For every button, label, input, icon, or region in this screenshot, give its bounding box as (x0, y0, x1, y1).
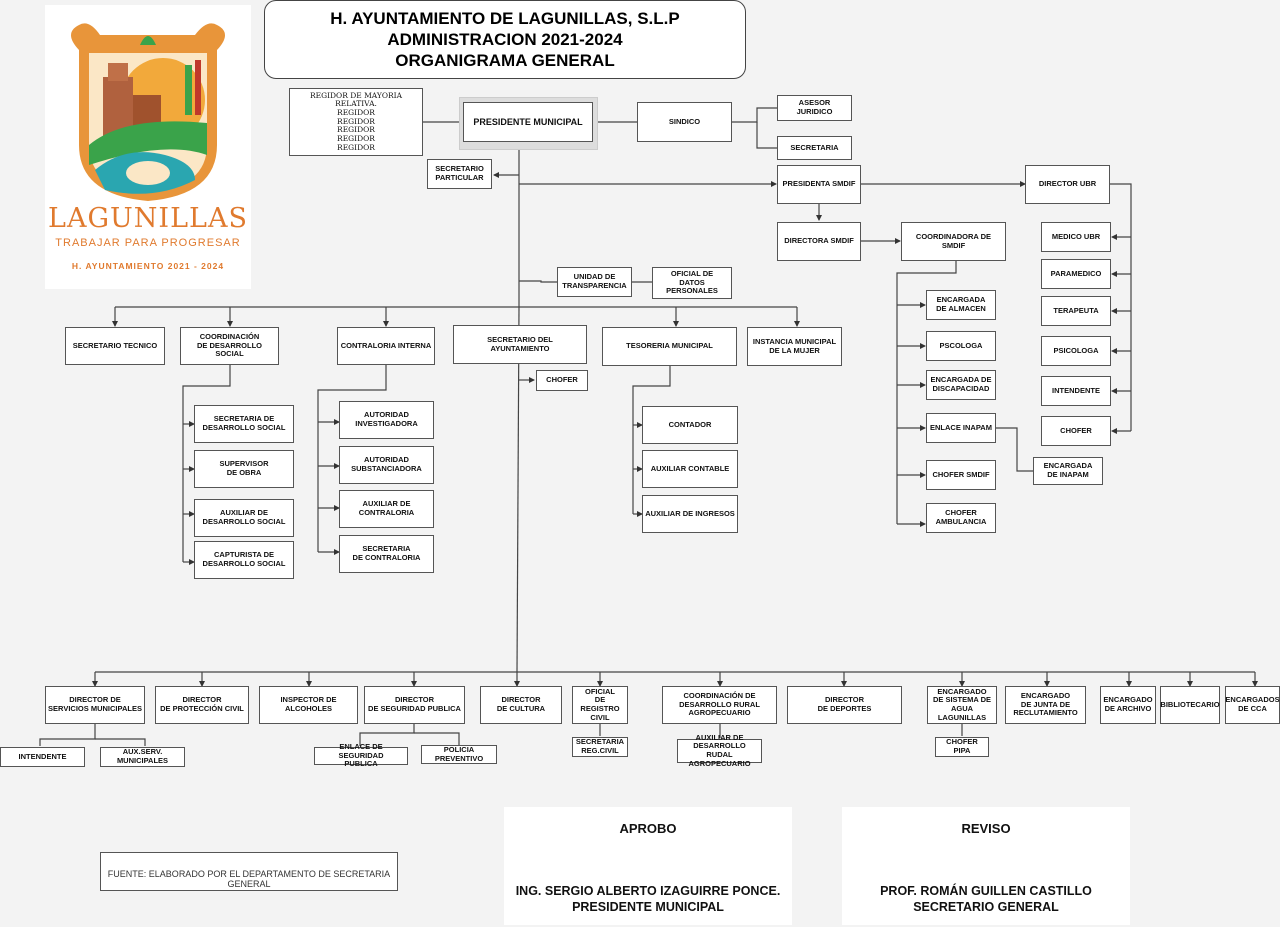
pscologa-box: PSCOLOGA (926, 331, 996, 361)
auxiliar-desarrollo-social-box: AUXILIAR DE DESARROLLO SOCIAL (194, 499, 294, 537)
coordinacion-desarrollo-social-box: COORDINACIÓN DE DESARROLLO SOCIAL (180, 327, 279, 365)
secretaria-desarrollo-social-box: SECRETARIA DE DESARROLLO SOCIAL (194, 405, 294, 443)
director-deportes-box: DIRECTOR DE DEPORTES (787, 686, 902, 724)
paramedico-box: PARAMEDICO (1041, 259, 1111, 289)
chart-title: H. AYUNTAMIENTO DE LAGUNILLAS, S.L.P ADM… (264, 0, 746, 79)
source-note: FUENTE: ELABORADO POR EL DEPARTAMENTO DE… (100, 852, 398, 891)
auxiliar-contraloria-box: AUXILIAR DE CONTRALORIA (339, 490, 434, 528)
title-line-1: H. AYUNTAMIENTO DE LAGUNILLAS, S.L.P (330, 9, 680, 28)
inspector-alcoholes-box: INSPECTOR DE ALCOHOLES (259, 686, 358, 724)
coordinacion-desarrollo-rural-box: COORDINACIÓN DE DESARROLLO RURAL AGROPEC… (662, 686, 777, 724)
logo-name: LAGUNILLAS (48, 203, 248, 234)
secretario-ayuntamiento-box: SECRETARIO DEL AYUNTAMIENTO (453, 325, 587, 364)
encargados-cca-box: ENCARGADOS DE CCA (1225, 686, 1280, 724)
encargado-archivo-box: ENCARGADO DE ARCHIVO (1100, 686, 1156, 724)
logo-ayuntamiento: H. AYUNTAMIENTO 2021 - 2024 (71, 261, 225, 271)
directora-smdif-box: DIRECTORA SMDIF (777, 222, 861, 261)
aux-servicios-box: AUX.SERV. MUNICIPALES (100, 747, 185, 767)
secretaria-contraloria-box: SECRETARIA DE CONTRALORIA (339, 535, 434, 573)
aprobo-block: APROBO ING. SERGIO ALBERTO IZAGUIRRE PON… (504, 807, 792, 925)
coordinadora-smdif-box: COORDINADORA DE SMDIF (901, 222, 1006, 261)
sindico-box: SINDICO (637, 102, 732, 142)
chofer-ubr-box: CHOFER (1041, 416, 1111, 446)
enlace-inapam-box: ENLACE INAPAM (926, 413, 996, 443)
aprobo-name: ING. SERGIO ALBERTO IZAGUIRRE PONCE. PRE… (515, 884, 781, 914)
aprobo-label: APROBO (619, 821, 677, 836)
enlace-seguridad-box: ENLACE DE SEGURIDAD PUBLICA (314, 742, 408, 768)
intendente-servicios-box: INTENDENTE (0, 747, 85, 767)
psicologa-ubr-box: PSICOLOGA (1041, 336, 1111, 366)
director-servicios-box: DIRECTOR DE SERVICIOS MUNICIPALES (45, 686, 145, 724)
tesoreria-municipal-box: TESORERIA MUNICIPAL (602, 327, 737, 366)
encargado-agua-box: ENCARGADO DE SISTEMA DE AGUA LAGUNILLAS (927, 686, 997, 724)
secretario-particular-box: SECRETARIO PARTICULAR (427, 159, 492, 189)
medico-ubr-box: MEDICO UBR (1041, 222, 1111, 252)
encargado-junta-box: ENCARGADO DE JUNTA DE RECLUTAMIENTO (1005, 686, 1086, 724)
logo-emblem (71, 23, 225, 202)
auxiliar-ingresos-box: AUXILIAR DE INGRESOS (642, 495, 738, 533)
oficial-datos-personales-box: OFICIAL DE DATOS PERSONALES (652, 267, 732, 299)
title-line-3: ORGANIGRAMA GENERAL (395, 51, 615, 70)
director-cultura-box: DIRECTOR DE CULTURA (480, 686, 562, 724)
encargada-inapam-box: ENCARGADA DE INAPAM (1033, 457, 1103, 485)
secretaria-regcivil-box: SECRETARIA REG.CIVIL (572, 737, 628, 757)
encargada-almacen-box: ENCARGADA DE ALMACEN (926, 290, 996, 320)
contador-box: CONTADOR (642, 406, 738, 444)
presidenta-smdif-box: PRESIDENTA SMDIF (777, 165, 861, 204)
reviso-block: REVISO PROF. ROMÁN GUILLEN CASTILLO SECR… (842, 807, 1130, 925)
title-line-2: ADMINISTRACION 2021-2024 (387, 30, 623, 49)
auxiliar-contable-box: AUXILIAR CONTABLE (642, 450, 738, 488)
director-ubr-box: DIRECTOR UBR (1025, 165, 1110, 204)
secretaria-sindico-box: SECRETARIA (777, 136, 852, 160)
director-seguridad-box: DIRECTOR DE SEGURIDAD PUBLICA (364, 686, 465, 724)
supervisor-obra-box: SUPERVISOR DE OBRA (194, 450, 294, 488)
bibliotecario-box: BIBLIOTECARIO (1160, 686, 1220, 724)
chofer-pipa-box: CHOFER PIPA (935, 737, 989, 757)
autoridad-substanciadora-box: AUTORIDAD SUBSTANCIADORA (339, 446, 434, 484)
logo: LAGUNILLAS TRABAJAR PARA PROGRESAR H. AY… (45, 5, 251, 289)
reviso-name: PROF. ROMÁN GUILLEN CASTILLO SECRETARIO … (880, 884, 1092, 914)
encargada-discapacidad-box: ENCARGADA DE DISCAPACIDAD (926, 370, 996, 400)
terapeuta-box: TERAPEUTA (1041, 296, 1111, 326)
capturista-desarrollo-social-box: CAPTURISTA DE DESARROLLO SOCIAL (194, 541, 294, 579)
oficial-registro-civil-box: OFICIAL DE REGISTRO CIVIL (572, 686, 628, 724)
instancia-mujer-box: INSTANCIA MUNICIPAL DE LA MUJER (747, 327, 842, 366)
intendente-ubr-box: INTENDENTE (1041, 376, 1111, 406)
reviso-label: REVISO (961, 821, 1011, 836)
logo-slogan: TRABAJAR PARA PROGRESAR (55, 237, 241, 249)
regidores-box: REGIDOR DE MAYORIA RELATIVA. REGIDOR REG… (289, 88, 423, 156)
chofer-ambulancia-box: CHOFER AMBULANCIA (926, 503, 996, 533)
secretario-tecnico-box: SECRETARIO TECNICO (65, 327, 165, 365)
director-proteccion-civil-box: DIRECTOR DE PROTECCIÓN CIVIL (155, 686, 249, 724)
chofer-smdif-box: CHOFER SMDIF (926, 460, 996, 490)
asesor-juridico-box: ASESOR JURIDICO (777, 95, 852, 121)
contraloria-interna-box: CONTRALORIA INTERNA (337, 327, 435, 365)
auxiliar-desarrollo-rural-box: AUXILIAR DE DESARROLLO RUDAL AGROPECUARI… (677, 733, 762, 767)
autoridad-investigadora-box: AUTORIDAD INVESTIGADORA (339, 401, 434, 439)
policia-preventivo-box: POLICIA PREVENTIVO (421, 745, 497, 764)
presidente-box: PRESIDENTE MUNICIPAL (463, 102, 593, 142)
chofer-secretario-box: CHOFER (536, 370, 588, 391)
unidad-transparencia-box: UNIDAD DE TRANSPARENCIA (557, 267, 632, 297)
